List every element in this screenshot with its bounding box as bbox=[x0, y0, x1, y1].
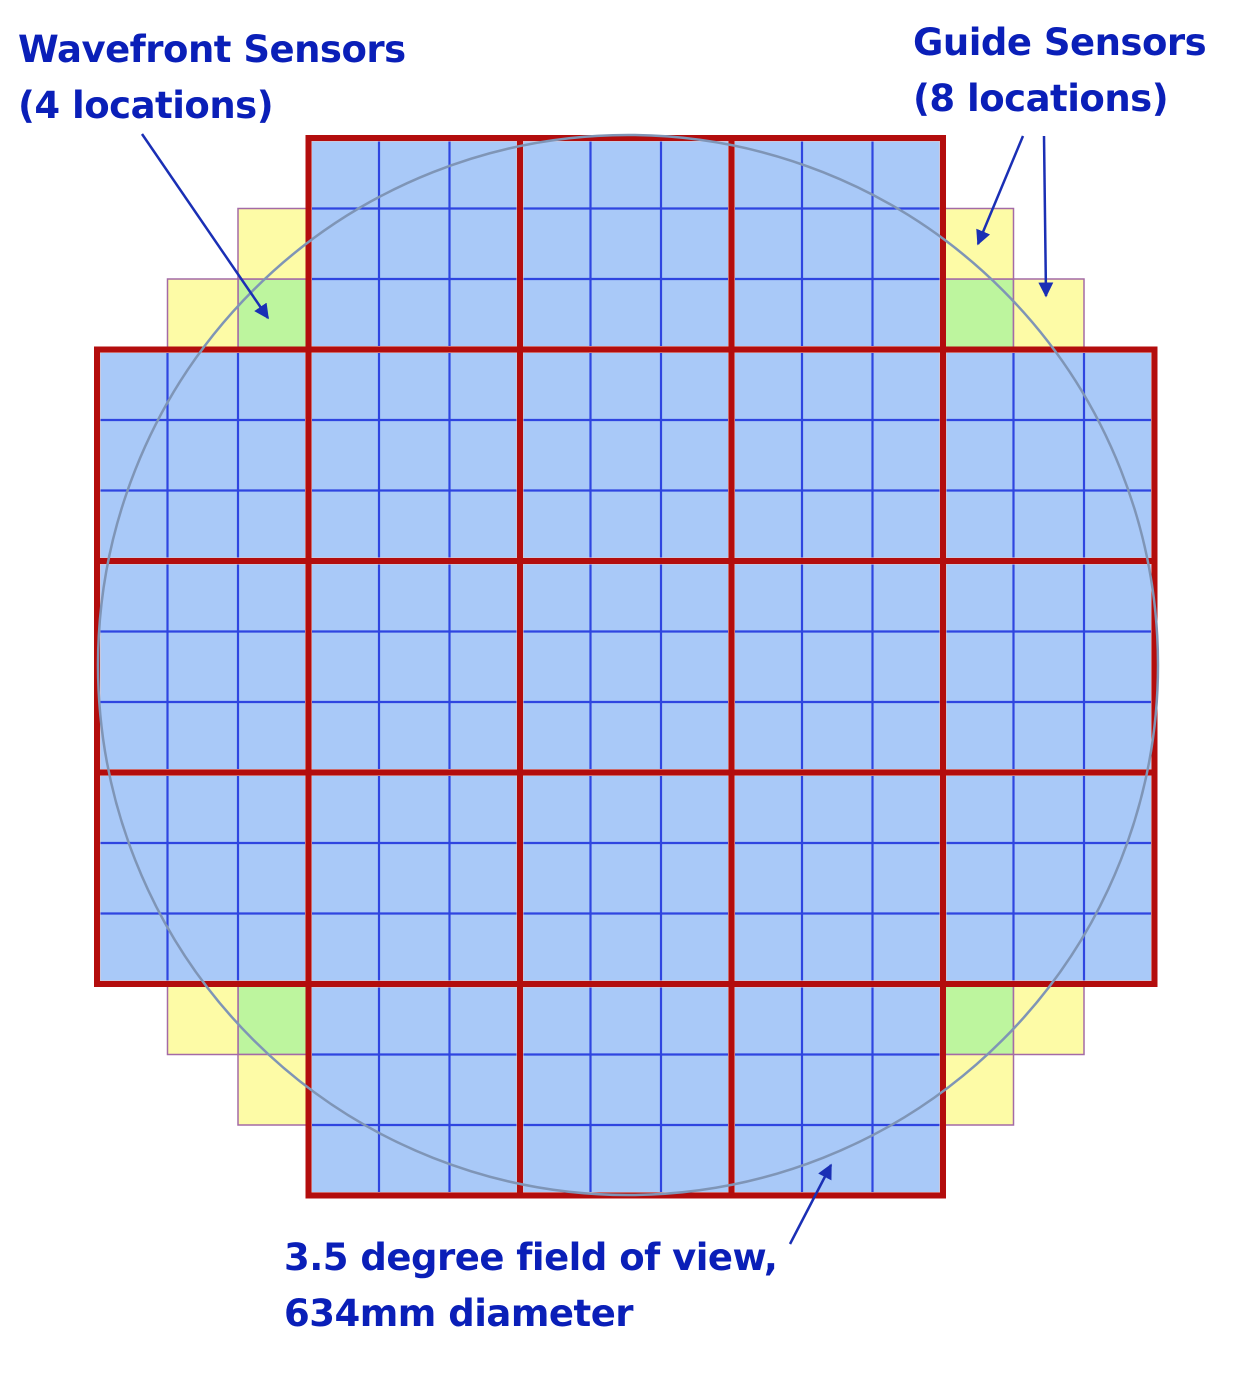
raft-layer bbox=[94, 135, 1158, 1199]
raft-border bbox=[728, 981, 946, 1199]
raft-fill bbox=[520, 349, 732, 561]
raft-fill bbox=[520, 772, 732, 984]
guide-sensor-cell bbox=[166, 278, 239, 351]
raft bbox=[731, 984, 943, 1196]
raft-fill bbox=[520, 984, 732, 1196]
raft-fill bbox=[308, 772, 520, 984]
raft bbox=[520, 561, 732, 773]
arrow-layer bbox=[140, 133, 1054, 1245]
raft-fill bbox=[308, 561, 520, 773]
guide-sensor-cell bbox=[166, 983, 239, 1056]
raft bbox=[308, 561, 520, 773]
corner-sensor-layer bbox=[166, 207, 1085, 1126]
raft bbox=[520, 984, 732, 1196]
raft-fill bbox=[308, 138, 520, 350]
raft bbox=[731, 772, 943, 984]
field-of-view-label: 3.5 degree field of view, 634mm diameter bbox=[284, 1230, 778, 1341]
raft-fill bbox=[308, 984, 520, 1196]
guide-arrow-2 bbox=[1038, 135, 1054, 298]
raft-fill bbox=[731, 984, 943, 1196]
raft-fill bbox=[943, 772, 1155, 984]
guide-sensors-title: Guide Sensors bbox=[913, 21, 1207, 64]
raft-fill bbox=[731, 349, 943, 561]
raft bbox=[520, 349, 732, 561]
guide-sensors-label: Guide Sensors (8 locations) bbox=[913, 15, 1207, 126]
raft bbox=[943, 349, 1155, 561]
field-of-view-diameter: 634mm diameter bbox=[284, 1291, 634, 1335]
raft bbox=[943, 772, 1155, 984]
wavefront-arrow bbox=[140, 133, 270, 320]
wavefront-sensor-cell bbox=[942, 983, 1015, 1056]
raft bbox=[308, 772, 520, 984]
raft bbox=[731, 349, 943, 561]
raft bbox=[97, 561, 309, 773]
wavefront-sensor-cell bbox=[237, 983, 310, 1056]
raft bbox=[943, 561, 1155, 773]
guide-sensor-cell bbox=[237, 207, 310, 280]
raft-fill bbox=[97, 561, 309, 773]
raft bbox=[308, 138, 520, 350]
guide-sensor-cell bbox=[1012, 983, 1085, 1056]
raft bbox=[97, 772, 309, 984]
raft-fill bbox=[731, 772, 943, 984]
raft bbox=[520, 772, 732, 984]
raft bbox=[308, 984, 520, 1196]
raft-fill bbox=[731, 138, 943, 350]
raft-fill bbox=[308, 349, 520, 561]
field-of-view-arrow bbox=[788, 1163, 833, 1245]
raft bbox=[97, 349, 309, 561]
guide-sensor-cell bbox=[237, 1053, 310, 1126]
wavefront-sensors-title: Wavefront Sensors bbox=[18, 28, 406, 71]
raft-fill bbox=[943, 349, 1155, 561]
raft-fill bbox=[97, 772, 309, 984]
wavefront-sensors-label: Wavefront Sensors (4 locations) bbox=[18, 22, 406, 133]
raft-fill bbox=[520, 138, 732, 350]
raft-border bbox=[940, 769, 1158, 987]
guide-arrow-1 bbox=[976, 135, 1025, 246]
raft-fill bbox=[731, 561, 943, 773]
raft bbox=[308, 349, 520, 561]
raft bbox=[520, 138, 732, 350]
raft bbox=[731, 138, 943, 350]
field-of-view-circle bbox=[96, 133, 1160, 1197]
raft-fill bbox=[943, 561, 1155, 773]
wavefront-sensors-count: (4 locations) bbox=[18, 83, 274, 127]
guide-sensors-count: (8 locations) bbox=[913, 76, 1169, 120]
raft-fill bbox=[520, 561, 732, 773]
guide-sensor-cell bbox=[942, 1053, 1015, 1126]
raft-fill bbox=[97, 349, 309, 561]
raft bbox=[731, 561, 943, 773]
field-of-view-title: 3.5 degree field of view, bbox=[284, 1236, 778, 1279]
